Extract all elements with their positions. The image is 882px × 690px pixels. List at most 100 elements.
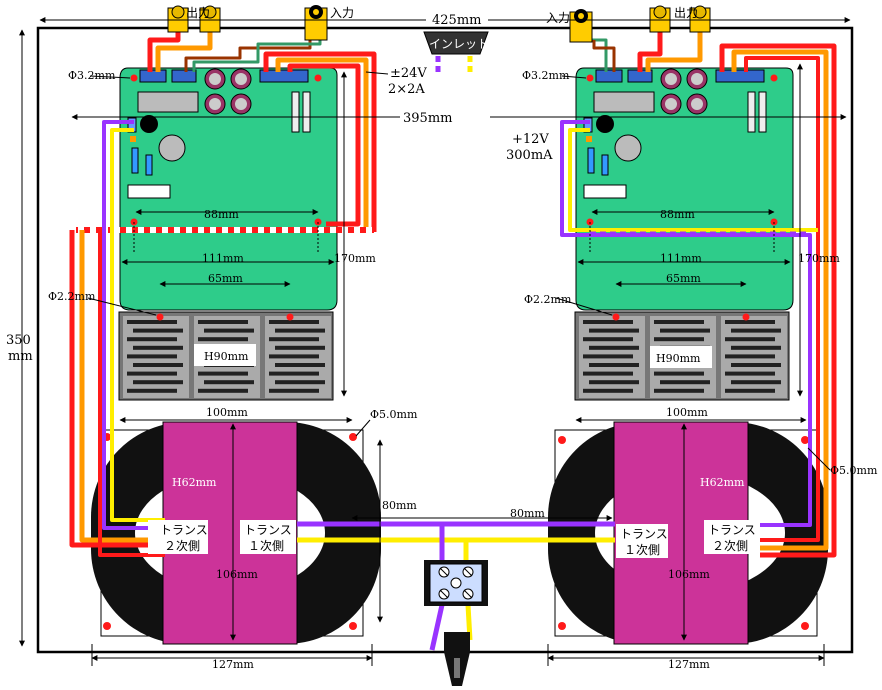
right-transformer-height: H62mm (700, 476, 745, 489)
left-heatsink-spacing: 65mm (208, 272, 243, 285)
dim-width-inner: 395mm (403, 111, 452, 126)
heatsink-fin (269, 354, 319, 359)
heatsink-fin (275, 380, 325, 385)
heatsink-fin (731, 363, 781, 367)
right-transformer-width: 127mm (668, 658, 710, 671)
transformer-spacing-center: 80mm (510, 507, 545, 520)
heatsink-fin (133, 328, 183, 333)
heatsink-fin (127, 371, 177, 376)
heatsink-fin (204, 380, 254, 385)
heatsink-fin (133, 345, 183, 350)
left-heatsink-hole-label: Φ2.2mm (48, 290, 96, 303)
heatsink-fin (660, 328, 710, 333)
dim-height-unit: mm (8, 349, 33, 364)
heatsink-fin (198, 337, 248, 342)
heatsink-fin (725, 388, 775, 393)
heatsink-fin (654, 388, 704, 393)
left-transformer-height: H62mm (172, 476, 217, 489)
right-input-label: 入力 (546, 11, 570, 25)
right-transformer (548, 421, 828, 645)
heatsink-fin (269, 320, 319, 324)
heatsink-fin (654, 371, 704, 376)
heatsink-fin (127, 320, 177, 324)
left-primary-line1: トランス (244, 523, 292, 537)
right-secondary-label-box (704, 520, 760, 554)
left-heatsink-height: H90mm (204, 350, 249, 363)
right-input-jack (569, 9, 593, 43)
heatsink-fin (127, 337, 177, 342)
right-transformer-hole-label: Φ5.0mm (830, 464, 878, 477)
left-transformer-hole-label: Φ5.0mm (370, 408, 418, 421)
right-heatsink-label-box (650, 346, 712, 368)
heatsink-fin (731, 328, 781, 333)
left-primary-label-box (240, 520, 296, 554)
heatsink-fin (127, 354, 177, 359)
dim-width-outer: 425mm (432, 13, 481, 28)
left-primary-line2: １次側 (248, 539, 284, 553)
heatsink-fin (269, 388, 319, 393)
supply-aux-line1: +12V (512, 132, 549, 147)
right-heatsink-height: H90mm (656, 352, 701, 365)
wiring (69, 30, 837, 651)
heatsink-fin (198, 371, 248, 376)
right-primary-line1: トランス (620, 527, 668, 541)
left-board-hole-label: Φ3.2mm (68, 69, 116, 82)
ac-inlet (423, 31, 489, 55)
labels: 出力 入力 入力 出力 425mm インレット ±24V 2×2A 395mm … (6, 6, 878, 671)
inlet-label: インレット (429, 37, 489, 51)
right-board-depth: 170mm (798, 252, 840, 265)
left-secondary-line2: ２次側 (164, 539, 200, 553)
power-cord (444, 632, 470, 686)
left-transformer-depth: 106mm (216, 568, 258, 581)
left-transformer (91, 421, 381, 645)
heatsink-fin (275, 328, 325, 333)
left-secondary-line1: トランス (160, 523, 208, 537)
heatsink-fin (583, 320, 633, 324)
heatsink-fin (654, 337, 704, 342)
dim-height: 350 (6, 333, 31, 348)
right-primary-label-box (616, 524, 668, 558)
heatsink-fin (275, 363, 325, 367)
heatsink-fin (198, 320, 248, 324)
right-heatsink-hole-label: Φ2.2mm (524, 293, 572, 306)
heatsink-fin (133, 363, 183, 367)
heatsink-fin (731, 345, 781, 350)
right-secondary-line1: トランス (708, 523, 756, 537)
transformer-spacing-left: 80mm (382, 499, 417, 512)
heatsink-fin (731, 380, 781, 385)
heatsink-fin (269, 337, 319, 342)
right-board-width: 111mm (660, 252, 702, 265)
left-transformer-width: 127mm (212, 658, 254, 671)
heatsink-fin (583, 354, 633, 359)
supply-main-line2: 2×2A (388, 82, 425, 97)
left-input-label: 入力 (330, 6, 354, 20)
heatsink-fin (198, 388, 248, 393)
heatsink-fin (275, 345, 325, 350)
heatsink-fin (204, 328, 254, 333)
heatsink-fin (133, 380, 183, 385)
right-amp-board (575, 67, 794, 311)
dimension-lines (19, 17, 851, 666)
right-board-spacing: 88mm (660, 208, 695, 221)
heatsink-fin (583, 337, 633, 342)
left-secondary-label-box (148, 520, 208, 554)
heatsink-fin (589, 380, 639, 385)
right-heatsink-width: 100mm (666, 406, 708, 419)
supply-aux-line2: 300mA (506, 148, 553, 163)
left-amp-board (119, 67, 338, 311)
heatsink-fin (654, 320, 704, 324)
left-input-jack (304, 5, 328, 41)
left-board-width: 111mm (202, 252, 244, 265)
heatsink-fin (725, 371, 775, 376)
right-secondary-line2: ２次側 (712, 539, 748, 553)
left-heatsink-label-box (194, 344, 256, 366)
right-board-hole-label: Φ3.2mm (522, 69, 570, 82)
heatsink-fin (589, 328, 639, 333)
left-heatsink-width: 100mm (206, 406, 248, 419)
heatsink-fin (725, 354, 775, 359)
heatsink-fin (127, 388, 177, 393)
heatsink-fin (660, 380, 710, 385)
right-primary-line2: １次側 (624, 543, 660, 557)
